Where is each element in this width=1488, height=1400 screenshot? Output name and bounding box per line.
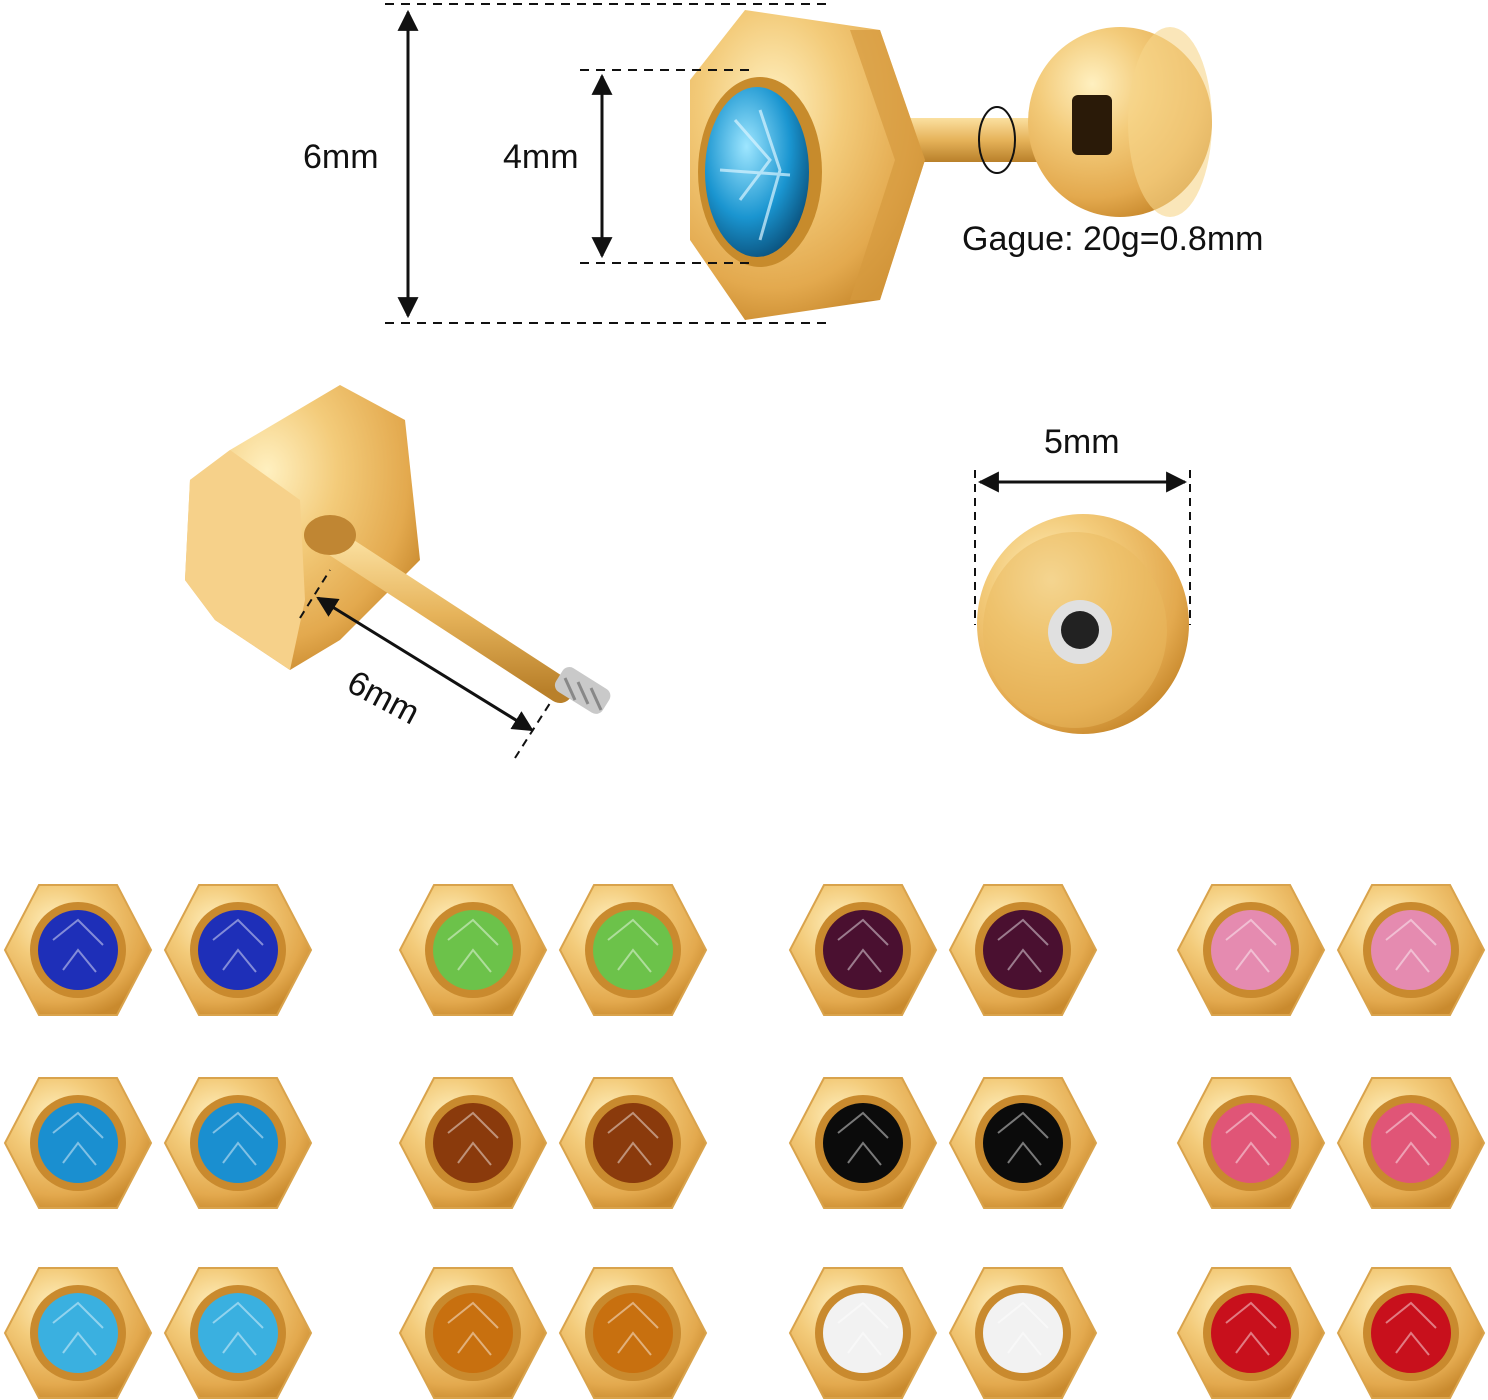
gem-stud — [1336, 884, 1486, 1016]
gem-stud — [3, 1077, 153, 1209]
gem-stud — [1176, 1267, 1326, 1399]
gem-stone — [593, 1293, 673, 1373]
gem-stud — [163, 1077, 313, 1209]
gem-stone — [1211, 910, 1291, 990]
gem-stud — [1336, 1267, 1486, 1399]
back-hole — [1061, 611, 1099, 649]
gem-stud — [788, 1267, 938, 1399]
gem-stud — [3, 884, 153, 1016]
gem-stud — [163, 1267, 313, 1399]
gem-stud — [1336, 1077, 1486, 1209]
gem-stone — [38, 1293, 118, 1373]
gem-stone — [983, 910, 1063, 990]
gem-stud — [948, 1267, 1098, 1399]
gem-stud — [788, 884, 938, 1016]
gem-stud — [398, 1267, 548, 1399]
gem-stud — [1176, 884, 1326, 1016]
back-diameter-label: 5mm — [1044, 423, 1120, 461]
angled-earring — [185, 385, 611, 759]
gem-stud — [398, 884, 548, 1016]
gauge-ring — [978, 106, 1016, 174]
gem-stud — [558, 1077, 708, 1209]
gem-stone — [1371, 1103, 1451, 1183]
gem-stone — [198, 1293, 278, 1373]
gem-stud — [163, 884, 313, 1016]
gem-stone — [1371, 910, 1451, 990]
gauge-label: Gague: 20g=0.8mm — [962, 220, 1264, 258]
gem-stone — [1211, 1103, 1291, 1183]
dimension-lines — [385, 3, 830, 324]
gem-stone — [198, 910, 278, 990]
gem-stone — [38, 1103, 118, 1183]
gem-stone — [433, 1103, 513, 1183]
screw-hole — [1072, 95, 1112, 155]
gem-stud — [3, 1267, 153, 1399]
gem-stud — [558, 1267, 708, 1399]
gem-stud — [398, 1077, 548, 1209]
gem-stud — [788, 1077, 938, 1209]
gem-stone — [983, 1293, 1063, 1373]
gem-stone — [38, 910, 118, 990]
gem-stone — [823, 1293, 903, 1373]
gem-stone — [593, 910, 673, 990]
gem-stone — [1211, 1293, 1291, 1373]
gem-stone — [593, 1103, 673, 1183]
gem-stud — [1176, 1077, 1326, 1209]
gem-stud — [948, 1077, 1098, 1209]
side-view-earring — [690, 10, 1212, 320]
gem-stone — [1371, 1293, 1451, 1373]
gem-stone — [823, 910, 903, 990]
gem-stud — [558, 884, 708, 1016]
gem-stone — [198, 1103, 278, 1183]
gem-stone — [983, 1103, 1063, 1183]
screw-back-view — [974, 470, 1191, 734]
gem-stone — [433, 910, 513, 990]
gem-stone — [433, 1293, 513, 1373]
gem-color-grid — [3, 884, 1486, 1399]
total-height-label: 6mm — [303, 138, 379, 176]
gem-stud — [948, 884, 1098, 1016]
gem-stone — [823, 1103, 903, 1183]
gem-diameter-label: 4mm — [503, 138, 579, 176]
